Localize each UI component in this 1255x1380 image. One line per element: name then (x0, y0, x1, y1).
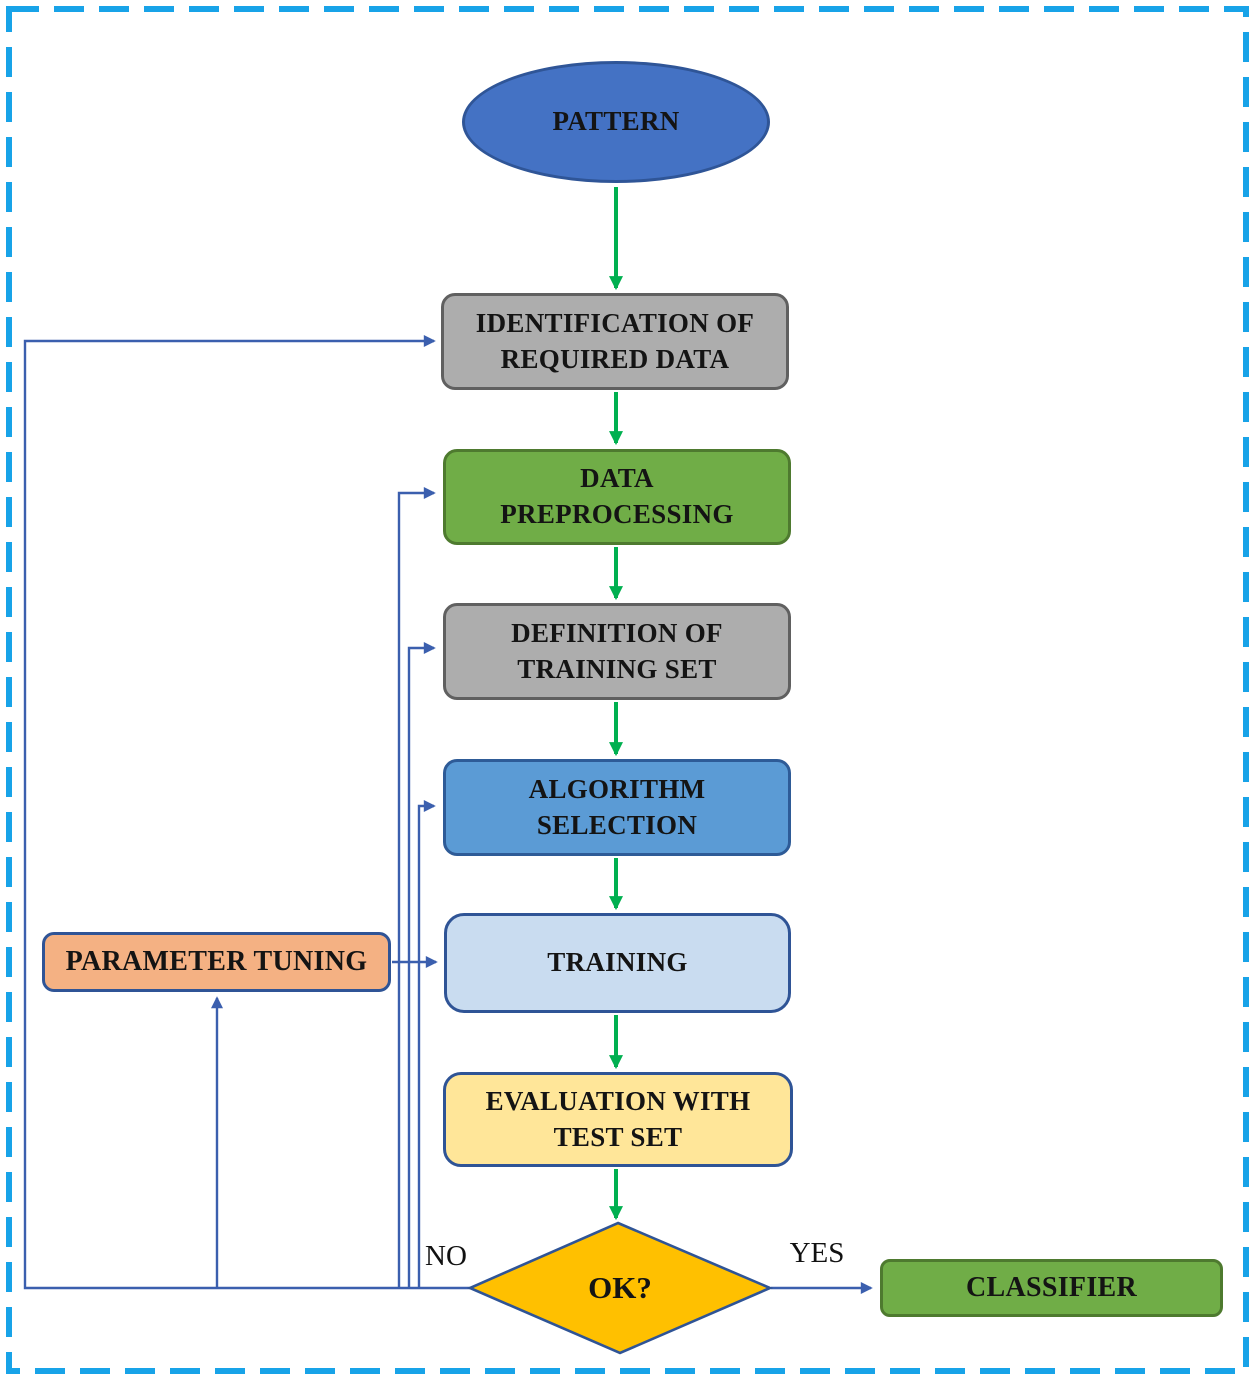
node-identification-of-required-data: IDENTIFICATION OF REQUIRED DATA (441, 293, 789, 390)
feedback-no-to-algorithm (417, 800, 436, 1288)
node-parameter-tuning: PARAMETER TUNING (42, 932, 391, 992)
dashed-frame-border (6, 6, 1249, 1374)
decision-diamond (466, 1221, 774, 1355)
node-evaluation-with-test-set: EVALUATION WITH TEST SET (443, 1072, 793, 1167)
edge-label-yes: YES (789, 1237, 845, 1269)
node-data-preprocessing: DATA PREPROCESSING (443, 449, 791, 545)
feedback-no-to-trainingset (407, 642, 436, 1288)
feedback-no-to-preprocessing (397, 487, 436, 1288)
node-algorithm-selection: ALGORITHM SELECTION (443, 759, 791, 856)
feedback-no-to-identification (23, 335, 470, 1290)
node-training: TRAINING (444, 913, 791, 1013)
node-classifier: CLASSIFIER (880, 1259, 1223, 1317)
node-pattern: PATTERN (462, 61, 770, 183)
decision-label: OK? (588, 1270, 652, 1305)
edge-label-no: NO (425, 1240, 467, 1272)
node-definition-of-training-set: DEFINITION OF TRAINING SET (443, 603, 791, 700)
